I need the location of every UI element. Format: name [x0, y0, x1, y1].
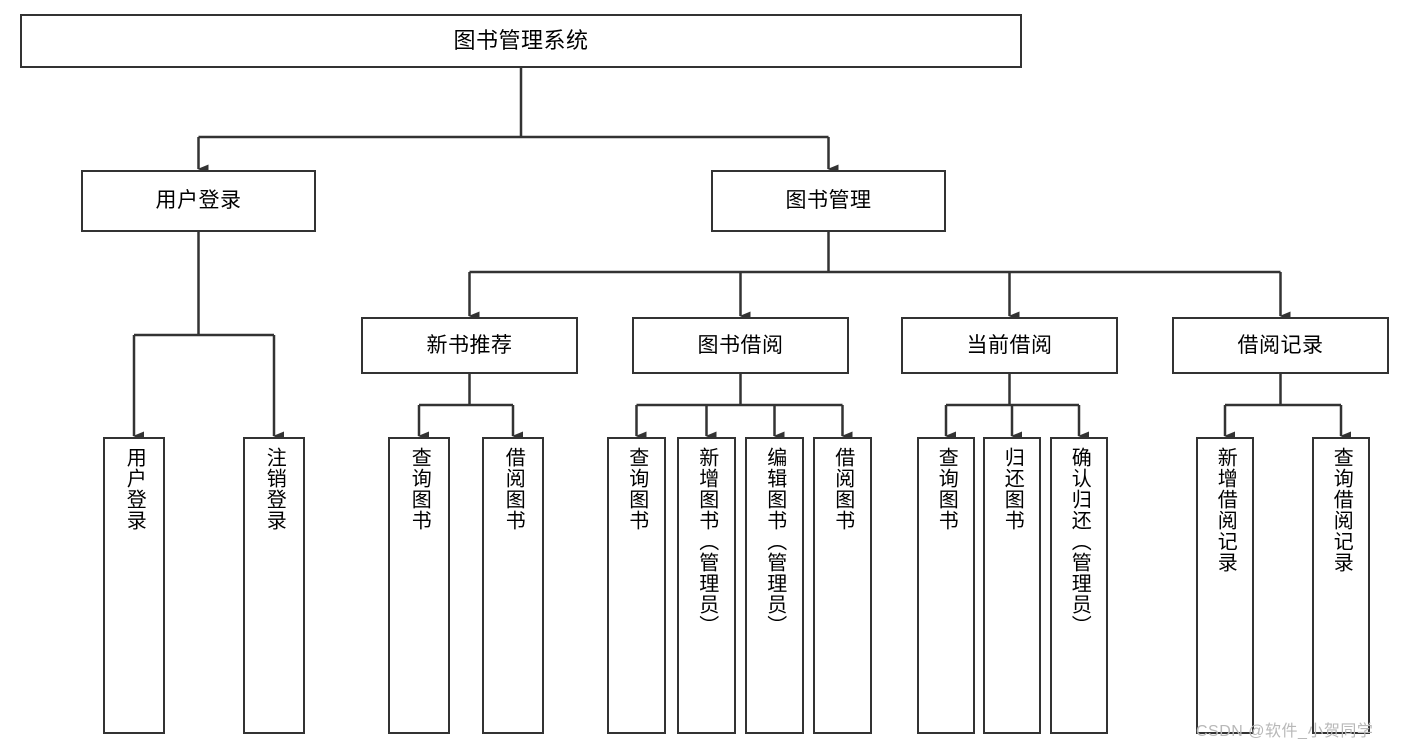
node-label: 当前借阅 [966, 333, 1053, 357]
node-label: 新增借阅记录 [1214, 447, 1237, 573]
node-label: 查询图书 [408, 447, 431, 531]
node-label: 归还图书 [1001, 447, 1024, 531]
leaf-return-book[interactable]: 归还图书 [983, 437, 1041, 734]
node-user-login[interactable]: 用户登录 [81, 170, 316, 232]
leaf-confirm-return[interactable]: 确认归还（管理员） [1050, 437, 1108, 734]
leaf-borrow-book-1[interactable]: 借阅图书 [482, 437, 544, 734]
leaf-query-book-2[interactable]: 查询图书 [607, 437, 666, 734]
node-root[interactable]: 图书管理系统 [20, 14, 1022, 68]
node-label: 图书借阅 [697, 333, 784, 357]
leaf-user-login[interactable]: 用户登录 [103, 437, 165, 734]
leaf-add-book[interactable]: 新增图书（管理员） [677, 437, 736, 734]
leaf-query-borrow-record[interactable]: 查询借阅记录 [1312, 437, 1370, 734]
node-label: 查询图书 [935, 447, 958, 531]
node-book-manage[interactable]: 图书管理 [711, 170, 946, 232]
node-label: 借阅图书 [502, 447, 525, 531]
leaf-add-borrow-record[interactable]: 新增借阅记录 [1196, 437, 1254, 734]
node-label: 用户登录 [155, 189, 242, 213]
node-label: 用户登录 [123, 447, 146, 531]
leaf-edit-book[interactable]: 编辑图书（管理员） [745, 437, 804, 734]
node-label: 新增图书（管理员） [695, 447, 718, 636]
node-label: 图书管理 [785, 189, 872, 213]
leaf-query-book-1[interactable]: 查询图书 [388, 437, 450, 734]
leaf-query-book-3[interactable]: 查询图书 [917, 437, 975, 734]
node-label: 借阅记录 [1237, 333, 1324, 357]
node-label: 图书管理系统 [453, 27, 589, 53]
node-label: 新书推荐 [426, 333, 513, 357]
node-new-book-recommend[interactable]: 新书推荐 [361, 317, 578, 374]
node-label: 注销登录 [263, 447, 286, 531]
node-label: 编辑图书（管理员） [763, 447, 786, 636]
node-label: 查询图书 [625, 447, 648, 531]
leaf-borrow-book-2[interactable]: 借阅图书 [813, 437, 872, 734]
node-label: 借阅图书 [831, 447, 854, 531]
node-borrow-record[interactable]: 借阅记录 [1172, 317, 1389, 374]
watermark: CSDN @软件_小贺同学 [1196, 723, 1374, 740]
node-label: 查询借阅记录 [1330, 447, 1353, 573]
node-book-borrow[interactable]: 图书借阅 [632, 317, 849, 374]
node-label: 确认归还（管理员） [1068, 447, 1091, 636]
leaf-logout[interactable]: 注销登录 [243, 437, 305, 734]
node-current-borrow[interactable]: 当前借阅 [901, 317, 1118, 374]
edge-group [132, 68, 1351, 441]
